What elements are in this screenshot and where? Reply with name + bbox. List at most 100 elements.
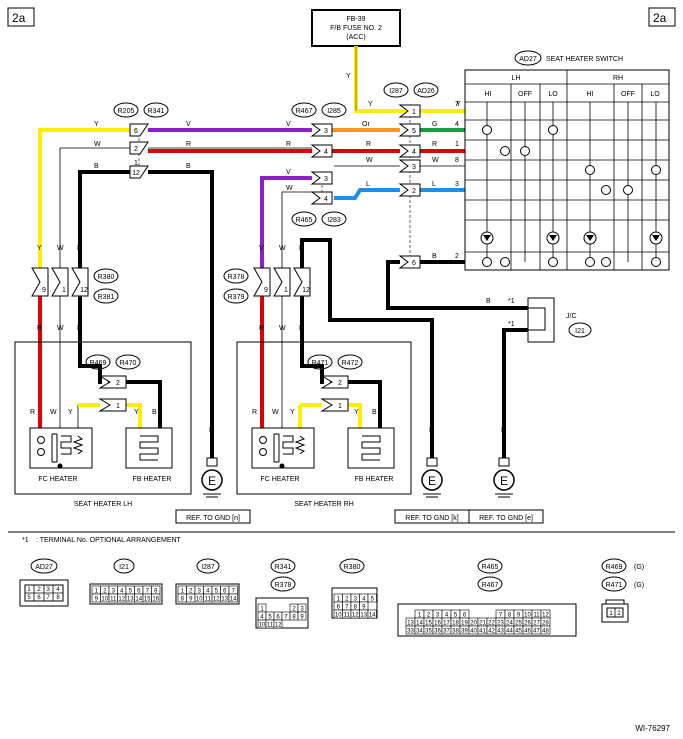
grid-r465-pin: 7 [499, 613, 503, 619]
lbl-w-rh: W [286, 185, 293, 192]
ground-e-rh: E [428, 474, 436, 488]
lbl-sw-y: Y [456, 101, 461, 108]
grid-r341-pin: 11 [267, 623, 274, 629]
grid-r465-pin: 27 [533, 621, 540, 627]
ground-icon [201, 457, 515, 498]
grid-r380-pin: 6 [337, 605, 341, 611]
lbl-w-sw: W [432, 157, 439, 164]
lbl-w-rh-lo: W [279, 325, 286, 332]
tag-i287 [383, 82, 409, 98]
lh-fb-heater [125, 427, 173, 469]
switch-col-rh-lo: LO [650, 91, 660, 98]
connector-r467: 3 4 3 4 [310, 123, 333, 205]
r205-pin-2: 2 [134, 146, 138, 153]
grid-r465-pin: 23 [497, 621, 504, 627]
lbl-y-rh-fc: Y [290, 409, 295, 416]
lbl-v-v-rh: V [259, 245, 264, 252]
grid-r465-pin: 12 [542, 613, 549, 619]
switch-title: SEAT HEATER SWITCH [546, 56, 623, 63]
grid-r465-pin: 18 [452, 621, 459, 627]
grid-r341-pin: 4 [260, 615, 264, 621]
legend-r465: R465 [482, 564, 499, 571]
wire-lh-black [78, 170, 130, 268]
lbl-b-lh-lo: B [77, 325, 82, 332]
lbl-v-w-lh: W [57, 245, 64, 252]
wire-rh-violet [260, 176, 312, 268]
lbl-or: Or [362, 121, 370, 128]
grid-i21-pin: 3 [112, 589, 116, 595]
legend-tag-r465 [477, 558, 503, 574]
r380-pin-9: 9 [42, 287, 46, 294]
ad26-pin-3: 3 [412, 164, 416, 171]
tag-r467 [291, 102, 317, 118]
grid-r380-pin: 3 [354, 597, 358, 603]
lh-plug-pin-1: 1 [116, 403, 120, 410]
lh-fc-heater [29, 427, 93, 469]
grid-r341-pin: 7 [284, 615, 288, 621]
grid-r380-pin: 10 [335, 613, 342, 619]
tag-r465-label: R465 [296, 217, 313, 224]
tag-r470-label: R470 [120, 360, 137, 367]
grid-r465-pin: 19 [461, 621, 468, 627]
ref-gnd-n-box [175, 509, 251, 524]
rh-fc-label: FC HEATER [260, 476, 299, 483]
grid-r341-pin: 10 [259, 623, 266, 629]
fuse-name: F/B FUSE NO. 2 [330, 25, 382, 32]
switch-pin-8: 8 [455, 157, 459, 164]
grid-r465-pin: 46 [524, 629, 531, 635]
ad27-p7: 7 [46, 595, 50, 601]
lbl-r-ad26: R [366, 141, 371, 148]
lh-title: SEAT HEATER LH [74, 501, 132, 508]
seat-heater-switch [464, 69, 670, 271]
footnote-text: : TERMINAL No. OPTIONAL ARRANGEMENT [36, 537, 182, 544]
lbl-v-lh: V [186, 121, 191, 128]
page-mark-right-box [648, 7, 676, 27]
connector-ad26: 1 5 4 3 2 6 [398, 104, 421, 269]
switch-pin-2: 2 [455, 253, 459, 260]
tag-i285-label: I285 [327, 108, 341, 115]
connector-r380: 9 1 12 [31, 267, 89, 297]
lbl-v-w-rh: W [279, 245, 286, 252]
grid-i21-pin: 15 [144, 597, 151, 603]
tag-r381-label: R381 [98, 294, 115, 301]
lbl-g: G [432, 121, 437, 128]
legend-r467: R467 [482, 582, 499, 589]
grid-r465-pin: 15 [425, 621, 432, 627]
r467-pin-3: 3 [324, 128, 328, 135]
switch-col-rh-off: OFF [621, 91, 635, 98]
rh-plug-pin-2: 2 [338, 380, 342, 387]
grid-r465-pin: 26 [524, 621, 531, 627]
fuse-sub: (ACC) [346, 34, 365, 41]
grid-i21-pin: 13 [127, 597, 134, 603]
ad27-p4: 4 [56, 587, 60, 593]
grid-r465-pin: 33 [407, 629, 414, 635]
tag-r465 [291, 211, 317, 227]
ref-gnd-e: REF. TO GND [e] [479, 515, 533, 522]
switch-group-lh: LH [512, 75, 521, 82]
legend-ad27: AD27 [35, 564, 53, 571]
r471-pin1-shape [320, 398, 349, 412]
grid-r465-pin: 4 [445, 613, 449, 619]
switch-group-rh: RH [613, 75, 623, 82]
lh-fb-label: FB HEATER [133, 476, 172, 483]
ad26-pin-6: 6 [412, 260, 416, 267]
grid-r380-pin: 14 [369, 613, 376, 619]
lbl-l-ad26: L [366, 181, 370, 188]
grid-r380-pin: 2 [345, 597, 349, 603]
doc-id: WI-76297 [635, 724, 670, 733]
lbl-r-lh-lo: R [37, 325, 42, 332]
page-mark-left: 2a [12, 11, 26, 25]
rh-title: SEAT HEATER RH [294, 501, 354, 508]
lbl-v-b-lh: B [77, 245, 82, 252]
grid-r465-pin: 22 [488, 621, 495, 627]
grid-i287-pin: 7 [232, 589, 236, 595]
legend-tag-r471 [601, 576, 627, 592]
grid-r380-pin: 7 [345, 605, 349, 611]
grid-r465-pin: 40 [470, 629, 477, 635]
grid-r465-pin: 38 [452, 629, 459, 635]
grid-i21-pin: 4 [120, 589, 124, 595]
r469-pin2-shape [98, 375, 127, 389]
grid-r465-pin: 20 [470, 621, 477, 627]
